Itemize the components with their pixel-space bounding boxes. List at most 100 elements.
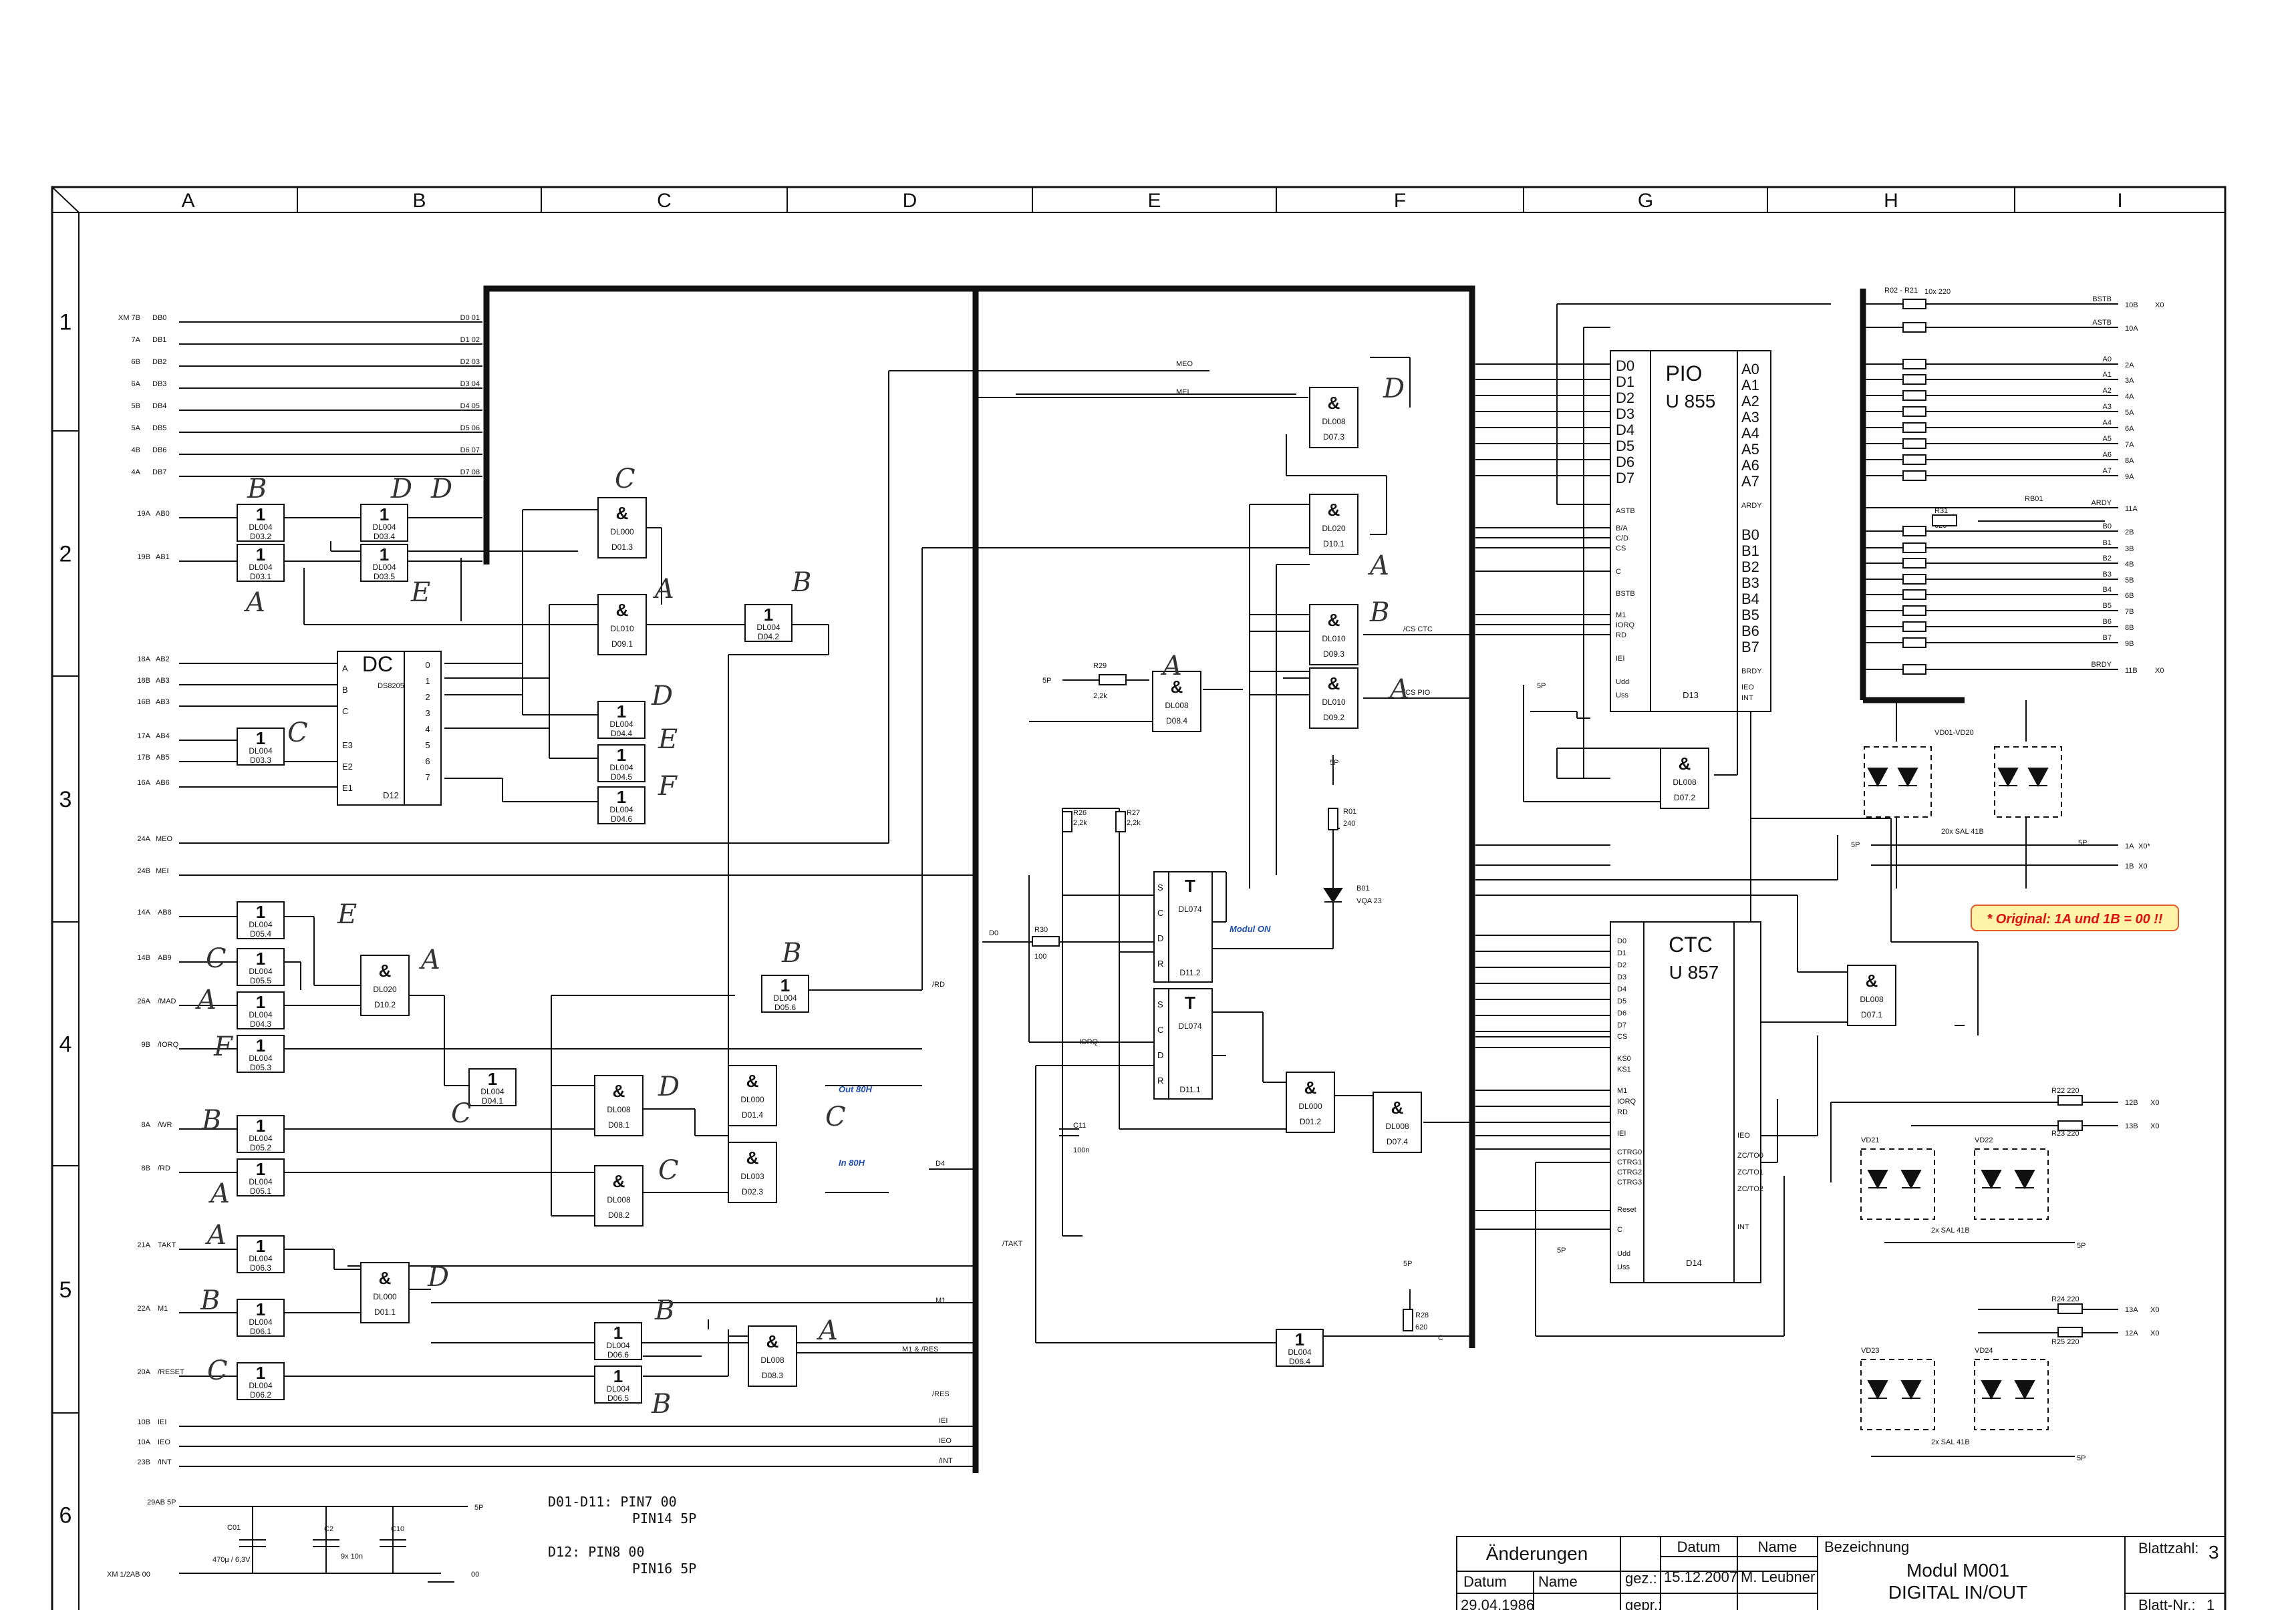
gate-symbol: 1 [617, 787, 626, 807]
column-letter: A [181, 190, 194, 212]
pio-pin: A5 [1741, 441, 1759, 458]
port-b-signal: B2 [2103, 554, 2112, 562]
tb-blattzahl: Blattzahl: [2138, 1540, 2199, 1557]
component-label: 240 [1343, 820, 1355, 828]
supply-gnd: 00 [471, 1571, 479, 1579]
signal-name: DB1 [152, 336, 166, 344]
signal-label: D0 [989, 929, 998, 937]
supply-5p: 5P [1330, 759, 1338, 767]
hand-annotation: A [204, 1220, 227, 1251]
gate-symbol: 1 [256, 728, 265, 748]
components [239, 299, 2083, 1583]
row-number: 6 [59, 1503, 72, 1528]
gate-symbol: 1 [256, 992, 265, 1012]
title-block [1456, 1536, 2226, 1610]
ctc-ctrl-pin: C [1617, 1226, 1622, 1234]
port-a-pin: 11A [2125, 505, 2138, 513]
signal-name: DB3 [152, 380, 166, 388]
gate-ref: D04.1 [482, 1096, 503, 1106]
pio-ieo: IEO [1741, 683, 1754, 691]
hand-annotation: B [791, 567, 811, 598]
signal-name: AB0 [156, 510, 170, 518]
gate-ref: D05.5 [250, 976, 271, 985]
decoder-out: 6 [425, 756, 430, 766]
row-number: 5 [59, 1277, 72, 1303]
hand-annotation: A [1387, 674, 1409, 705]
pio-pin: A4 [1741, 425, 1759, 442]
x0-label: X0 [2150, 1306, 2159, 1314]
decoder-in-e3: E3 [342, 740, 353, 750]
signal-name: MEO [156, 835, 173, 843]
pio-brdy: BRDY [1741, 667, 1762, 675]
signal-name: /MAD [158, 997, 176, 1005]
flipflop-pin: C [1157, 1025, 1163, 1035]
gate-ref: D01.4 [742, 1110, 763, 1120]
component-label: VD21 [1861, 1136, 1880, 1144]
tb-blattnr: Blatt-Nr.: [2138, 1597, 2196, 1610]
port-b-pin: 3B [2125, 545, 2134, 553]
gate-symbol: 1 [764, 605, 773, 625]
connector-pin: 23B [137, 1458, 150, 1466]
gate-symbol: & [746, 1071, 759, 1091]
column-letter: E [1147, 190, 1161, 212]
gate-type: DL020 [1322, 524, 1346, 533]
gate-type: DL004 [249, 1054, 273, 1063]
gate-symbol: 1 [256, 504, 265, 524]
pio-pin: D4 [1616, 422, 1634, 438]
flipflop-symbol: T [1185, 993, 1195, 1013]
gate-symbol: 1 [256, 902, 265, 922]
signal-name: AB8 [158, 909, 172, 917]
port-a-signal: A7 [2103, 467, 2112, 475]
port-b-pin: 9B [2125, 640, 2134, 648]
gate-type: DL008 [1165, 701, 1189, 710]
connector-pin: 14A [137, 909, 150, 917]
gate-type: DL010 [610, 624, 634, 633]
tb-blattzahl-v: 3 [2208, 1542, 2219, 1563]
ctc-pin: D6 [1617, 1009, 1626, 1017]
component-label: 2,2k [1093, 692, 1107, 700]
signal-label: IEI [939, 1417, 948, 1425]
pio-pin: B0 [1741, 526, 1759, 543]
port-a-pin: 9A [2125, 473, 2134, 481]
gate-ref: D05.6 [774, 1003, 796, 1012]
column-letter: D [903, 190, 917, 212]
port-a-signal: A4 [2103, 419, 2112, 427]
connector-pin: 7A [132, 336, 141, 344]
gate-ref: D01.2 [1300, 1117, 1321, 1126]
gate-symbol: & [379, 1268, 392, 1288]
component-label: VD23 [1861, 1347, 1880, 1355]
component-label: 100n [1073, 1146, 1089, 1154]
gate-symbol: & [379, 961, 392, 981]
ctc-ctrl-pin: CTRG1 [1617, 1158, 1642, 1166]
component-label: VD24 [1975, 1347, 1993, 1355]
gate-ref: D06.1 [250, 1327, 271, 1336]
gate-type: DL008 [607, 1195, 631, 1204]
pio-pin: A1 [1741, 377, 1759, 393]
signal-name: DB5 [152, 424, 166, 432]
connector-pin: 17B [137, 754, 150, 762]
ctc-ctrl-pin: Udd [1617, 1250, 1630, 1258]
component-label: B01 [1356, 884, 1370, 893]
gate-type: DL004 [372, 522, 396, 532]
flipflop-pin: R [1157, 1076, 1163, 1086]
gate-type: DL010 [1322, 697, 1346, 707]
signal-label: M1 [936, 1297, 946, 1305]
ctc-ctrl-pin: Reset [1617, 1206, 1636, 1214]
signal-name: AB2 [156, 655, 170, 663]
gate-ref: D03.4 [374, 532, 395, 541]
connector-pin: 16A [137, 779, 150, 787]
gate-symbol: 1 [256, 1299, 265, 1319]
gate-symbol: 1 [256, 1159, 265, 1179]
gate-type: DL003 [740, 1172, 764, 1181]
connector-pin: 6B [132, 358, 140, 366]
supply-5p: 5P [2077, 1242, 2086, 1250]
port-a-pin: 10B [2125, 301, 2138, 309]
gate-type: DL004 [756, 623, 780, 632]
